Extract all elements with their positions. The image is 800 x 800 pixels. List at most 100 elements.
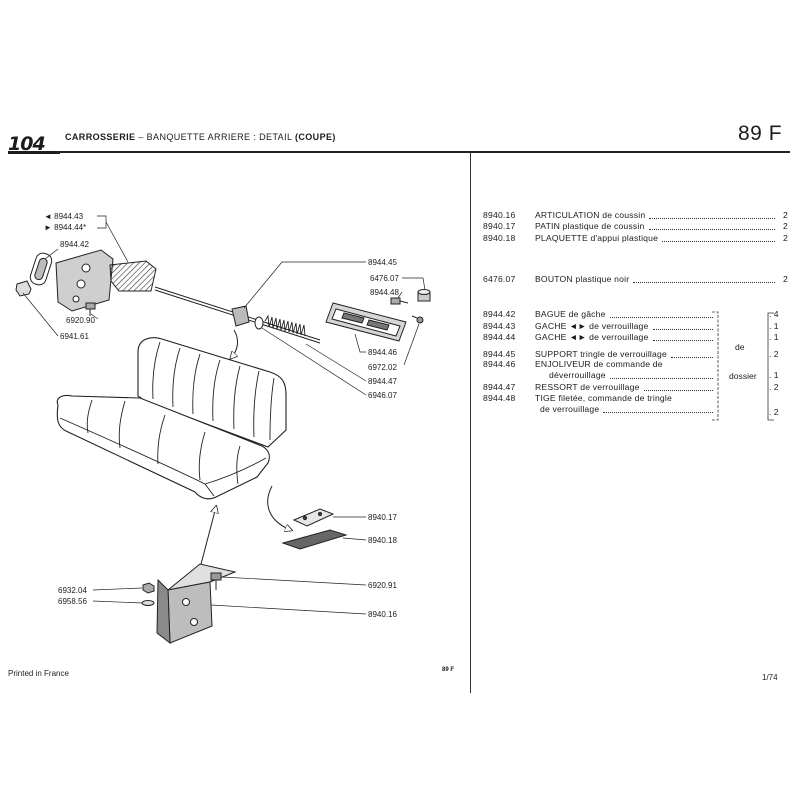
- hinge-hole: [190, 618, 198, 626]
- part-desc: BAGUE de gâche: [535, 309, 606, 319]
- dot-leader: [662, 240, 775, 242]
- seat-cushion: [56, 394, 270, 500]
- part-desc: PLAQUETTE d'appui plastique: [535, 233, 659, 243]
- backrest-pleats: [152, 341, 275, 441]
- part-ref: 8940.18: [483, 233, 516, 243]
- latch-plate: [55, 249, 114, 312]
- bolt-6920-91: [210, 572, 222, 590]
- group-note-dossier: dossier: [729, 371, 757, 381]
- part-ref: 8944.43: [483, 321, 516, 331]
- group-note-de: de: [735, 342, 745, 352]
- callout-label: 8944.45: [368, 258, 397, 267]
- callout-label: 8944.46: [368, 348, 397, 357]
- callout-label: ► 8944.44*: [44, 223, 86, 232]
- logo-underline: [8, 151, 60, 154]
- parts-row: 8940.17 PATIN plastique de coussin 2: [483, 221, 788, 232]
- part-ref: 8944.46: [483, 359, 516, 369]
- part-ref: 8944.42: [483, 309, 516, 319]
- part-desc: GACHE ◄► de verrouillage: [535, 332, 649, 342]
- leader-line: [92, 600, 143, 604]
- cushion-seams: [59, 399, 267, 497]
- dot-leader: [648, 228, 775, 230]
- dot-leader: [652, 339, 713, 341]
- leader-line: [354, 333, 366, 353]
- part-ref: 8944.47: [483, 382, 516, 392]
- bezel-slot: [341, 312, 365, 324]
- part-qty: 2: [769, 407, 789, 418]
- part-ref: 8944.48: [483, 393, 516, 403]
- part-qty: 2: [783, 221, 788, 231]
- part-desc: PATIN plastique de coussin: [535, 221, 645, 231]
- washer-6958-56: [141, 600, 155, 606]
- part-desc-cont: de verrouillage: [540, 404, 600, 414]
- latch-striker: [109, 260, 157, 292]
- parts-row: 8944.43 GACHE ◄► de verrouillage: [483, 321, 716, 332]
- exploded-diagram: ◄ 8944.43 ► 8944.44* 8944.42 6920.90 694…: [15, 212, 431, 645]
- part-desc: BOUTON plastique noir: [535, 274, 630, 284]
- parts-row: 8944.42 BAGUE de gâche: [483, 309, 716, 320]
- clip-6941-61: [15, 280, 32, 297]
- leader-line: [210, 604, 367, 615]
- callout-label: 6476.07: [370, 274, 399, 283]
- section-variant: (COUPE): [294, 132, 336, 142]
- leader-line: [397, 291, 403, 299]
- dot-leader: [609, 316, 713, 318]
- callout-label: 8944.42: [60, 240, 89, 249]
- part-qty: 1: [769, 321, 789, 332]
- part-qty: 2: [783, 233, 788, 243]
- part-qty: 2: [769, 349, 789, 360]
- section-title: – BANQUETTE ARRIERE : DETAIL: [138, 132, 293, 142]
- callout-label: 8940.17: [368, 513, 397, 522]
- locking-rod-assembly: [154, 286, 321, 344]
- washer-6946-07: [254, 316, 264, 330]
- nut-6932-04: [142, 582, 155, 594]
- callout-label: 6946.07: [368, 391, 397, 400]
- arrow-seat-to-pad: [267, 485, 291, 530]
- leader-line: [92, 587, 143, 591]
- hinge-side: [156, 578, 171, 645]
- part-qty: 2: [769, 382, 789, 393]
- section-name: CARROSSERIE: [65, 132, 136, 142]
- part-desc: RESSORT de verrouillage: [535, 382, 640, 392]
- pad-8940-17: [292, 508, 335, 527]
- spring-8944-47: [264, 314, 306, 337]
- callout-label: 8944.48: [370, 288, 399, 297]
- arrow-hinge-to-seat: [199, 507, 216, 569]
- release-handle-assembly: [325, 289, 431, 342]
- part-qty: 2: [783, 274, 788, 284]
- leader-line: [44, 248, 59, 260]
- callout-label: 6958.56: [58, 597, 87, 606]
- callout-label: 6920.90: [66, 316, 95, 325]
- part-qty: 2: [783, 210, 788, 220]
- leader-lines: [22, 215, 426, 615]
- latch-assembly: [15, 249, 157, 316]
- parts-row: 6476.07 BOUTON plastique noir 2: [483, 274, 788, 285]
- hinge-assembly: [141, 563, 237, 645]
- leader-line: [305, 343, 367, 382]
- leader-line: [97, 215, 129, 263]
- callout-label: 8940.18: [368, 536, 397, 545]
- hinge-plate-8940-16: [167, 581, 213, 644]
- parts-row-continuation: déverrouillage: [483, 370, 716, 381]
- bezel-slot: [366, 319, 390, 331]
- dot-leader: [649, 217, 775, 219]
- parts-row: 8944.45 SUPPORT tringle de verrouillage: [483, 349, 716, 360]
- parts-row: 8944.47 RESSORT de verrouillage: [483, 382, 716, 393]
- part-qty: 1: [769, 370, 789, 381]
- arrow-rod-to-seat: [231, 329, 239, 358]
- part-desc: GACHE ◄► de verrouillage: [535, 321, 649, 331]
- parts-row-continuation: de verrouillage: [483, 404, 716, 415]
- page-title: CARROSSERIE – BANQUETTE ARRIERE : DETAIL…: [65, 132, 336, 142]
- latch-hole: [76, 279, 86, 289]
- threaded-rod-8944-48: [390, 297, 409, 305]
- part-desc: ARTICULATION de coussin: [535, 210, 646, 220]
- header-rule: [58, 151, 790, 153]
- pin-6972-02: [411, 315, 424, 324]
- dot-leader: [603, 411, 713, 413]
- callout-label: 6972.02: [368, 363, 397, 372]
- callout-label: 8944.47: [368, 377, 397, 386]
- button-6476-07: [417, 289, 431, 302]
- parts-row: 8944.46 ENJOLIVEUR de commande de: [483, 359, 716, 370]
- callout-label: 6941.61: [60, 332, 89, 341]
- dot-leader: [609, 377, 713, 379]
